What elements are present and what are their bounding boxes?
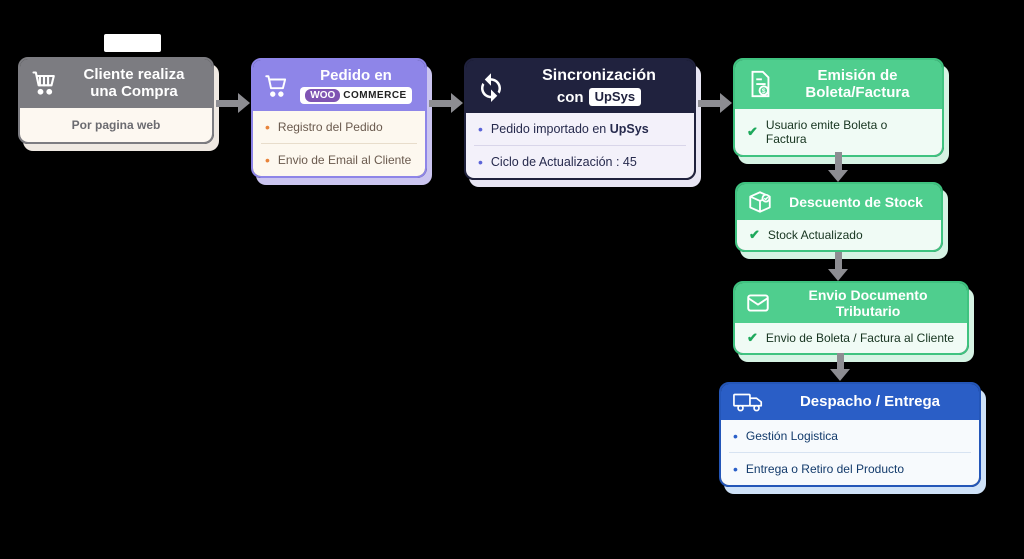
commerce-wordmark: COMMERCE	[343, 90, 407, 102]
check-item: ✔ Envio de Boleta / Factura al Cliente	[735, 323, 967, 353]
item-text: Envio de Email al Cliente	[277, 153, 412, 168]
item-text: Envio de Boleta / Factura al Cliente	[765, 331, 955, 346]
woocommerce-logo: WOO COMMERCE	[300, 87, 412, 105]
arrow-head	[238, 93, 250, 113]
item-text: Pedido importado en UpSys	[490, 122, 649, 137]
arrow-head	[828, 269, 848, 281]
list-item: • Gestión Logistica	[721, 420, 979, 452]
card-body: ✔ Usuario emite Boleta o Factura	[735, 108, 942, 155]
arrow-head	[720, 93, 732, 113]
step-title: Pedido en	[320, 67, 392, 84]
envelope-icon	[745, 290, 771, 316]
card-body: • Registro del Pedido • Envio de Email a…	[253, 111, 425, 177]
list-item: • Entrega o Retiro del Producto	[721, 453, 979, 485]
card-body: ✔ Envio de Boleta / Factura al Cliente	[735, 323, 967, 354]
step-card-envio-documento: Envio Documento Tributario ✔ Envio de Bo…	[733, 281, 969, 356]
sync-icon	[476, 72, 506, 102]
arrow-down-1	[827, 152, 849, 182]
arrow-head	[451, 93, 463, 113]
step-title: Sincronización	[542, 67, 656, 84]
arrow-shaft	[698, 99, 720, 107]
arrow-shaft	[836, 353, 844, 369]
step-subtitle: Por pagina web	[71, 117, 161, 132]
upsys-bold-text: UpSys	[609, 122, 649, 137]
woo-badge: WOO	[305, 89, 341, 103]
card-header: Despacho / Entrega	[721, 384, 979, 420]
card-body: • Pedido importado en UpSys • Ciclo de A…	[466, 113, 694, 179]
step-card-emision-boleta: $ Emisión de Boleta/Factura ✔ Usuario em…	[733, 58, 944, 157]
card-header: Pedido en WOO COMMERCE	[253, 60, 425, 112]
arrow-right-3	[698, 92, 732, 114]
list-item: • Registro del Pedido	[253, 111, 425, 143]
item-text: Registro del Pedido	[277, 120, 383, 135]
arrow-shaft	[216, 99, 238, 107]
check-item: ✔ Usuario emite Boleta o Factura	[735, 109, 942, 155]
step-card-despacho-entrega: Despacho / Entrega • Gestión Logistica •…	[719, 382, 981, 487]
svg-text:$: $	[762, 88, 766, 95]
arrow-shaft	[834, 152, 842, 170]
check-icon: ✔	[747, 330, 758, 346]
bullet-icon: •	[265, 152, 270, 169]
arrow-head	[830, 369, 850, 381]
card-body: ✔ Stock Actualizado	[737, 220, 941, 250]
card-header: Sincronización con UpSys	[466, 60, 694, 114]
bullet-icon: •	[478, 154, 483, 171]
check-icon: ✔	[749, 227, 760, 242]
upsys-logo: UpSys	[588, 88, 642, 107]
shopping-cart-icon	[263, 73, 289, 99]
white-box-artifact	[104, 34, 161, 52]
list-item: • Envio de Email al Cliente	[253, 144, 425, 176]
divider	[474, 145, 686, 147]
list-item: • Pedido importado en UpSys	[466, 113, 694, 145]
step-title: Descuento de Stock	[789, 193, 923, 210]
list-item: • Ciclo de Actualización : 45	[466, 146, 694, 178]
package-box-icon	[747, 189, 773, 215]
check-icon: ✔	[747, 123, 758, 139]
arrow-right-1	[216, 92, 250, 114]
step-card-pedido-woocommerce: Pedido en WOO COMMERCE • Registro del Pe…	[251, 58, 427, 179]
item-text: Stock Actualizado	[767, 228, 863, 242]
item-text: Usuario emite Boleta o Factura	[765, 117, 888, 146]
arrow-shaft	[834, 252, 842, 269]
card-body: Por pagina web	[20, 107, 212, 142]
divider	[729, 452, 971, 453]
bullet-icon: •	[478, 121, 483, 138]
bullet-icon: •	[733, 461, 738, 477]
divider	[261, 143, 417, 145]
arrow-head	[828, 170, 848, 182]
card-header: Descuento de Stock	[737, 184, 941, 220]
item-text: Ciclo de Actualización : 45	[490, 155, 637, 170]
check-item: ✔ Stock Actualizado	[737, 220, 941, 250]
invoice-icon: $	[745, 69, 775, 99]
shopping-cart-icon	[30, 69, 58, 97]
step-title: Despacho / Entrega	[799, 393, 941, 411]
arrow-shaft	[429, 99, 451, 107]
bullet-icon: •	[733, 428, 738, 444]
step-title: Envio Documento Tributario	[808, 287, 928, 320]
item-text: Gestión Logistica	[745, 429, 838, 443]
arrow-down-3	[829, 353, 851, 381]
item-text: Entrega o Retiro del Producto	[745, 462, 904, 476]
step-card-sincronizacion-upsys: Sincronización con UpSys • Pedido import…	[464, 58, 696, 181]
step-title: Emisión de Boleta/Factura	[805, 67, 910, 102]
arrow-right-2	[429, 92, 463, 114]
card-body: • Gestión Logistica • Entrega o Retiro d…	[721, 420, 979, 485]
truck-icon	[733, 390, 765, 414]
step-card-descuento-stock: Descuento de Stock ✔ Stock Actualizado	[735, 182, 943, 252]
upsys-logo-row: con UpSys	[556, 88, 642, 107]
card-header: $ Emisión de Boleta/Factura	[735, 60, 942, 109]
step-card-cliente: Cliente realiza una Compra Por pagina we…	[18, 57, 214, 144]
card-header: Cliente realiza una Compra	[20, 59, 212, 108]
bullet-icon: •	[265, 119, 270, 136]
card-header: Envio Documento Tributario	[735, 283, 967, 324]
con-label: con	[556, 88, 584, 106]
arrow-down-2	[827, 252, 849, 281]
step-title: Cliente realiza una Compra	[83, 66, 185, 101]
